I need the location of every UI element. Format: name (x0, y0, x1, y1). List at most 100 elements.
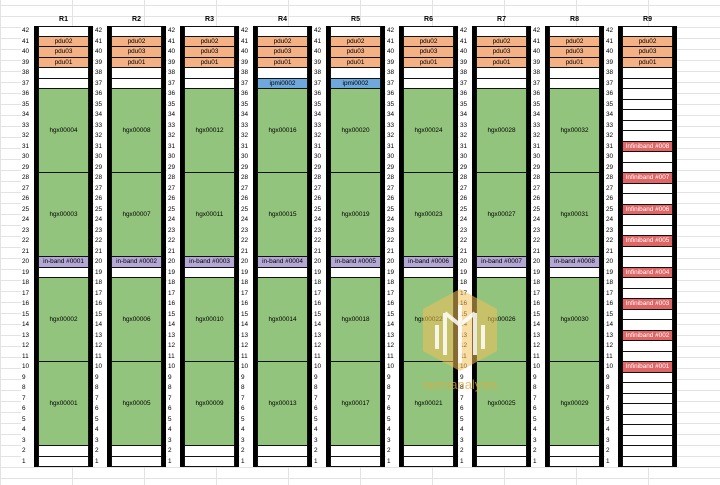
empty-rack-unit[interactable] (184, 456, 235, 467)
empty-rack-unit[interactable] (111, 26, 162, 37)
empty-rack-unit[interactable] (38, 68, 89, 79)
empty-rack-unit[interactable] (330, 456, 381, 467)
rack-device-gpu[interactable]: hgx00027 (476, 173, 527, 257)
empty-rack-unit[interactable] (111, 68, 162, 79)
empty-rack-unit[interactable] (38, 456, 89, 467)
empty-rack-unit[interactable] (622, 131, 673, 142)
rack-device-ib[interactable]: Infiniband #008 (622, 141, 673, 152)
rack-device-ib[interactable]: Infiniband #007 (622, 173, 673, 184)
rack-device-gpu[interactable]: hgx00004 (38, 89, 89, 173)
rack-device-pdu[interactable]: pdu02 (476, 36, 527, 47)
rack-device-inband[interactable]: in-band #0007 (476, 257, 527, 268)
empty-rack-unit[interactable] (111, 456, 162, 467)
rack-device-gpu[interactable]: hgx00006 (111, 278, 162, 362)
rack-device-gpu[interactable]: hgx00003 (38, 173, 89, 257)
rack-device-ib[interactable]: Infiniband #003 (622, 299, 673, 310)
rack-device-ib[interactable]: Infiniband #002 (622, 330, 673, 341)
empty-rack-unit[interactable] (622, 162, 673, 173)
empty-rack-unit[interactable] (330, 446, 381, 457)
empty-rack-unit[interactable] (549, 446, 600, 457)
rack-device-gpu[interactable]: hgx00007 (111, 173, 162, 257)
rack-device-inband[interactable]: in-band #0008 (549, 257, 600, 268)
empty-rack-unit[interactable] (622, 393, 673, 404)
rack-device-gpu[interactable]: hgx00010 (184, 278, 235, 362)
rack-device-pdu[interactable]: pdu01 (622, 57, 673, 68)
empty-rack-unit[interactable] (622, 320, 673, 331)
rack-device-pdu[interactable]: pdu03 (184, 47, 235, 58)
empty-rack-unit[interactable] (622, 194, 673, 205)
empty-rack-unit[interactable] (257, 26, 308, 37)
empty-rack-unit[interactable] (476, 26, 527, 37)
empty-rack-unit[interactable] (549, 267, 600, 278)
rack-device-pdu[interactable]: pdu02 (403, 36, 454, 47)
empty-rack-unit[interactable] (622, 246, 673, 257)
empty-rack-unit[interactable] (111, 267, 162, 278)
rack-device-gpu[interactable]: hgx00028 (476, 89, 527, 173)
empty-rack-unit[interactable] (622, 215, 673, 226)
empty-rack-unit[interactable] (257, 68, 308, 79)
empty-rack-unit[interactable] (476, 68, 527, 79)
empty-rack-unit[interactable] (622, 383, 673, 394)
rack-device-gpu[interactable]: hgx00032 (549, 89, 600, 173)
rack-device-pdu[interactable]: pdu01 (403, 57, 454, 68)
rack-device-pdu[interactable]: pdu03 (476, 47, 527, 58)
rack-device-pdu[interactable]: pdu02 (549, 36, 600, 47)
empty-rack-unit[interactable] (257, 456, 308, 467)
empty-rack-unit[interactable] (622, 120, 673, 131)
empty-rack-unit[interactable] (476, 446, 527, 457)
empty-rack-unit[interactable] (622, 414, 673, 425)
empty-rack-unit[interactable] (622, 435, 673, 446)
empty-rack-unit[interactable] (622, 351, 673, 362)
rack-device-pdu[interactable]: pdu01 (257, 57, 308, 68)
rack-device-pdu[interactable]: pdu02 (111, 36, 162, 47)
rack-device-pdu[interactable]: pdu01 (330, 57, 381, 68)
rack-device-gpu[interactable]: hgx00029 (549, 362, 600, 446)
empty-rack-unit[interactable] (184, 78, 235, 89)
rack-device-ib[interactable]: Infiniband #001 (622, 362, 673, 373)
empty-rack-unit[interactable] (622, 278, 673, 289)
rack-device-pdu[interactable]: pdu03 (257, 47, 308, 58)
rack-device-gpu[interactable]: hgx00021 (403, 362, 454, 446)
rack-device-gpu[interactable]: hgx00030 (549, 278, 600, 362)
rack-device-pdu[interactable]: pdu02 (330, 36, 381, 47)
empty-rack-unit[interactable] (622, 309, 673, 320)
empty-rack-unit[interactable] (622, 78, 673, 89)
empty-rack-unit[interactable] (38, 267, 89, 278)
empty-rack-unit[interactable] (622, 425, 673, 436)
rack-device-pdu[interactable]: pdu03 (549, 47, 600, 58)
rack-device-gpu[interactable]: hgx00023 (403, 173, 454, 257)
rack-device-pdu[interactable]: pdu02 (38, 36, 89, 47)
empty-rack-unit[interactable] (622, 68, 673, 79)
rack-device-gpu[interactable]: hgx00016 (257, 89, 308, 173)
rack-device-pdu[interactable]: pdu01 (38, 57, 89, 68)
empty-rack-unit[interactable] (549, 26, 600, 37)
rack-device-pdu[interactable]: pdu01 (476, 57, 527, 68)
rack-device-gpu[interactable]: hgx00013 (257, 362, 308, 446)
rack-device-gpu[interactable]: hgx00031 (549, 173, 600, 257)
rack-device-gpu[interactable]: hgx00017 (330, 362, 381, 446)
empty-rack-unit[interactable] (622, 26, 673, 37)
rack-device-gpu[interactable]: hgx00011 (184, 173, 235, 257)
rack-device-gpu[interactable]: hgx00009 (184, 362, 235, 446)
empty-rack-unit[interactable] (622, 456, 673, 467)
rack-device-ib[interactable]: Infiniband #006 (622, 204, 673, 215)
rack-device-ipmi[interactable]: ipmi0002 (330, 78, 381, 89)
empty-rack-unit[interactable] (330, 68, 381, 79)
rack-device-inband[interactable]: in-band #0005 (330, 257, 381, 268)
rack-device-gpu[interactable]: hgx00008 (111, 89, 162, 173)
empty-rack-unit[interactable] (622, 152, 673, 163)
rack-device-pdu[interactable]: pdu03 (403, 47, 454, 58)
rack-device-gpu[interactable]: hgx00014 (257, 278, 308, 362)
empty-rack-unit[interactable] (184, 267, 235, 278)
rack-device-ib[interactable]: Infiniband #005 (622, 236, 673, 247)
empty-rack-unit[interactable] (622, 341, 673, 352)
empty-rack-unit[interactable] (622, 225, 673, 236)
rack-device-gpu[interactable]: hgx00012 (184, 89, 235, 173)
rack-device-gpu[interactable]: hgx00019 (330, 173, 381, 257)
empty-rack-unit[interactable] (622, 89, 673, 100)
empty-rack-unit[interactable] (111, 446, 162, 457)
rack-device-pdu[interactable]: pdu03 (38, 47, 89, 58)
rack-device-pdu[interactable]: pdu02 (184, 36, 235, 47)
empty-rack-unit[interactable] (403, 456, 454, 467)
rack-device-inband[interactable]: in-band #0002 (111, 257, 162, 268)
